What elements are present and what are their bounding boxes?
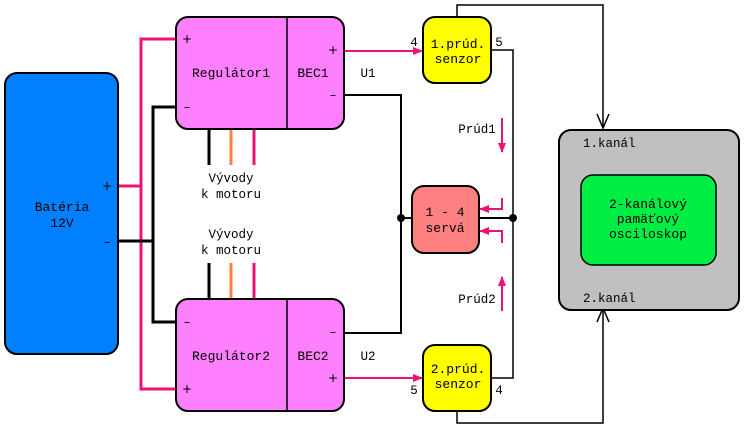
servo-left-node (397, 214, 405, 222)
oscilloscope-block: 1.kanál 2.kanál 2-kanálový pamäťový osci… (558, 129, 740, 311)
current2-label: Prúd2 (458, 293, 496, 307)
servo-right-node (509, 214, 517, 222)
sensor1-pin-out: 5 (495, 36, 503, 50)
regulator2-minus-in: – (184, 315, 190, 329)
sensor2-label-line1: 2.prúd. (431, 362, 486, 377)
channel2-label: 2.kanál (583, 292, 636, 306)
channel1-arrow-icon (596, 113, 610, 130)
regulator2-plus-in: + (182, 382, 192, 396)
servo-label-line2: servá (425, 221, 464, 236)
bec2-plus-out: + (328, 371, 338, 385)
oscilloscope-label-line3: osciloskop (609, 227, 687, 242)
regulator2-label: Regulátor2 (192, 349, 270, 364)
channel1-label: 1.kanál (583, 137, 636, 151)
bec2-label: BEC2 (297, 349, 328, 364)
sensor1-label-line1: 1.prúd. (431, 37, 486, 52)
sensor1-label-line2: senzor (435, 52, 482, 67)
servo-input-arrow-lower-icon (479, 227, 503, 243)
bec1-negative-wire (344, 94, 402, 218)
regulator2-block: Regulátor2 BEC2 – + – + (175, 298, 345, 412)
regulator1-label: Regulátor1 (192, 66, 270, 81)
bec1-plus-out: + (328, 43, 338, 57)
sensor2-pin-out: 4 (495, 384, 503, 398)
sensor1-signal-wire (456, 4, 604, 126)
regulator1-plus-in: + (182, 32, 192, 46)
sensor2-label-line2: senzor (435, 377, 482, 392)
motor-leads-top-line2: k motoru (201, 188, 261, 202)
current1-label: Prúd1 (458, 123, 496, 137)
bec1-label: BEC1 (297, 66, 328, 81)
battery-block: Batéria 12V + – (4, 72, 119, 355)
battery-plus-terminal: + (102, 179, 112, 193)
regulator1-block: Regulátor1 BEC1 + – + – (175, 16, 345, 130)
oscilloscope-screen (580, 174, 717, 266)
sensor2-pin-in: 5 (410, 384, 418, 398)
sensor1-block: 1.prúd. senzor (422, 16, 492, 84)
servo-input-arrow-upper-icon (479, 198, 503, 213)
u2-label: U2 (360, 350, 375, 364)
sensor2-output-wire (491, 218, 514, 379)
sensor2-block: 2.prúd. senzor (422, 344, 492, 412)
bec2-negative-wire (344, 218, 402, 334)
regulator1-minus-in: – (184, 100, 190, 114)
positive-bus-wire (139, 37, 177, 391)
sensor1-pin-in: 4 (410, 36, 418, 50)
battery-label-line1: Batéria (35, 200, 90, 215)
servo-block: 1 - 4 servá (411, 185, 480, 254)
motor-leads-bottom-line2: k motoru (201, 244, 261, 258)
battery-label-line2: 12V (50, 216, 74, 231)
servo-label-line1: 1 - 4 (425, 205, 464, 220)
sensor1-output-wire (491, 49, 514, 218)
oscilloscope-label-line2: pamäťový (617, 212, 680, 227)
motor-leads-top-line1: Vývody (208, 172, 254, 186)
bec1-minus-out: – (330, 88, 336, 102)
motor-leads-bottom-line1: Vývody (208, 228, 254, 242)
bec2-minus-out: – (330, 325, 336, 339)
negative-bus-wire (151, 105, 177, 324)
oscilloscope-label-line1: 2-kanálový (609, 197, 687, 212)
sensor2-signal-wire (456, 310, 604, 424)
u1-label: U1 (360, 67, 375, 81)
battery-minus-terminal: – (104, 235, 110, 249)
